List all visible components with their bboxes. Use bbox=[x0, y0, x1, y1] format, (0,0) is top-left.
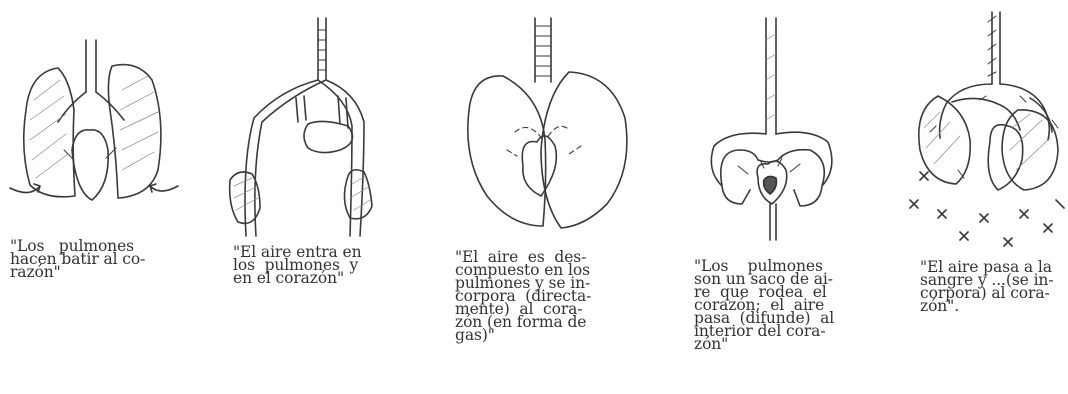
figure-4: "Los pulmones son un saco de ai- re que … bbox=[650, 0, 880, 394]
figure-2: "El aire entra en los pulmones y en el c… bbox=[200, 0, 415, 394]
figure-1-caption: "Los pulmones hacen batir al co- razón" bbox=[10, 237, 146, 281]
figure-1: "Los pulmones hacen batir al co- razón" bbox=[0, 0, 200, 394]
figure-2-caption: "El aire entra en los pulmones y en el c… bbox=[233, 243, 362, 287]
figure-3-drawing bbox=[415, 0, 650, 240]
figure-4-drawing bbox=[650, 0, 880, 250]
figure-3-caption: "El aire es des- compuesto en los pulmon… bbox=[455, 248, 592, 344]
figure-2-drawing bbox=[200, 0, 415, 240]
figure-5-caption: "El aire pasa a la sangre y ...(se in- c… bbox=[920, 258, 1054, 315]
figure-5: "El aire pasa a la sangre y ...(se in- c… bbox=[880, 0, 1068, 394]
figure-4-caption: "Los pulmones son un saco de ai- re que … bbox=[694, 257, 835, 353]
figure-5-drawing bbox=[880, 0, 1068, 260]
figure-1-drawing bbox=[0, 0, 200, 220]
figure-3: "El aire es des- compuesto en los pulmon… bbox=[415, 0, 650, 394]
